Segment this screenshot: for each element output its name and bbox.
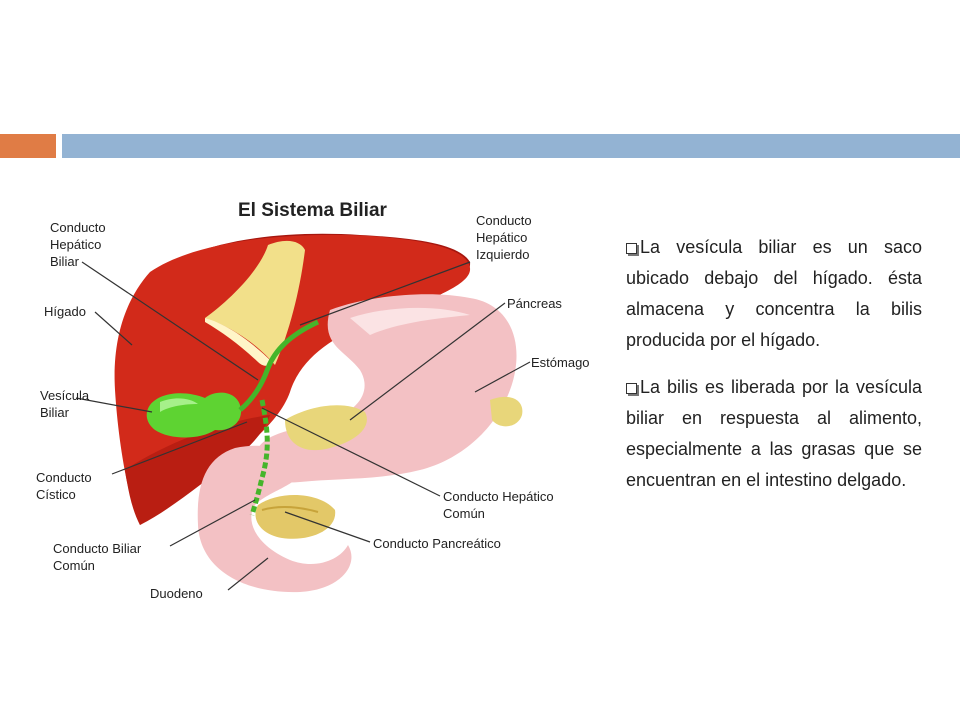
label-vesicula-biliar: Vesícula Biliar: [40, 388, 90, 420]
label-pancreas: Páncreas: [507, 296, 562, 311]
text-panel: La vesícula biliar es un saco ubicado de…: [626, 232, 922, 512]
accent-bar-orange: [0, 134, 56, 158]
checkbox-bullet-icon: [626, 243, 637, 254]
paragraph-2: La bilis es liberada por la vesícula bil…: [626, 372, 922, 496]
paragraph-1-text: La vesícula biliar es un saco ubicado de…: [626, 237, 922, 350]
label-conducto-biliar-comun: Conducto Biliar Común: [53, 541, 142, 573]
pancreas-tail: [490, 396, 523, 427]
fat-yellow: [205, 240, 305, 365]
label-conducto-hepatico-biliar: Conducto Hepático Biliar: [50, 220, 106, 269]
label-conducto-cistico: Conducto Cístico: [36, 470, 92, 502]
pancreas-head: [255, 494, 336, 539]
pancreas-shape: [285, 405, 367, 451]
common-duct: [249, 399, 270, 516]
leader-lines: [75, 261, 531, 591]
label-conducto-hepatico-comun: Conducto Hepático Común: [443, 489, 554, 521]
hepatic-duct: [238, 319, 320, 412]
falciform-ligament: [205, 318, 272, 366]
label-conducto-hepatico-izquierdo: Conducto Hepático Izquierdo: [476, 213, 532, 262]
paragraph-2-text: La bilis es liberada por la vesícula bil…: [626, 377, 922, 490]
duodenum-shape: [197, 445, 352, 593]
gallbladder-highlight: [160, 398, 198, 412]
paragraph-1: La vesícula biliar es un saco ubicado de…: [626, 232, 922, 356]
checkbox-bullet-icon: [626, 383, 637, 394]
accent-bar-blue: [62, 134, 960, 158]
label-higado: Hígado: [44, 304, 86, 319]
label-conducto-pancreatico: Conducto Pancreático: [373, 536, 501, 551]
label-estomago: Estómago: [531, 355, 590, 370]
liver-lower-shade: [125, 415, 270, 525]
label-duodeno: Duodeno: [150, 586, 203, 601]
stomach-highlight: [350, 307, 470, 335]
diagram-title: El Sistema Biliar: [238, 200, 387, 221]
pancreatic-duct: [261, 506, 319, 513]
